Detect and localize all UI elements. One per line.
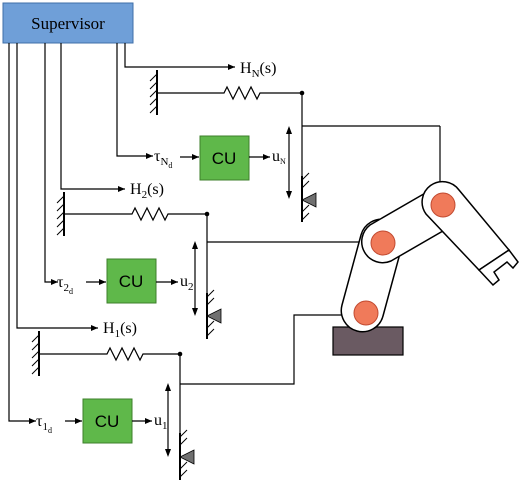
tau-n-label: τNd [154, 148, 172, 170]
tau-2-label: τ2d [57, 274, 73, 296]
cu-n-label: CU [212, 149, 237, 168]
joint-1-stage: H1(s) τ1d CU u1 [31, 314, 366, 480]
u-n-label: uN [272, 148, 286, 166]
tau-1-label: τ1d [36, 413, 52, 435]
supervisor-wires [8, 43, 235, 424]
cu-2-label: CU [119, 272, 144, 291]
u-2-label: u2 [180, 273, 194, 293]
h2-label: H2(s) [130, 181, 164, 201]
supervisor-block: Supervisor [2, 2, 134, 44]
cu-1-block [82, 398, 133, 444]
robot-joint-1 [353, 300, 379, 326]
u-1-label: u1 [154, 412, 168, 432]
robot-joint-2 [370, 230, 396, 256]
cu-n-block [199, 135, 250, 181]
joint-2-stage: H2(s) τ2d CU u2 [56, 181, 383, 339]
supervisor-label: Supervisor [31, 14, 105, 33]
cu-1-label: CU [95, 412, 120, 431]
cu-2-block [106, 258, 157, 304]
joint-n-stage: HN(s) τNd CU uN [149, 60, 441, 222]
robot-joint-n [430, 192, 456, 218]
h1-label: H1(s) [103, 320, 137, 340]
hn-label: HN(s) [240, 60, 276, 80]
robot-gripper [477, 248, 519, 287]
robot-arm-illustration [332, 180, 519, 356]
